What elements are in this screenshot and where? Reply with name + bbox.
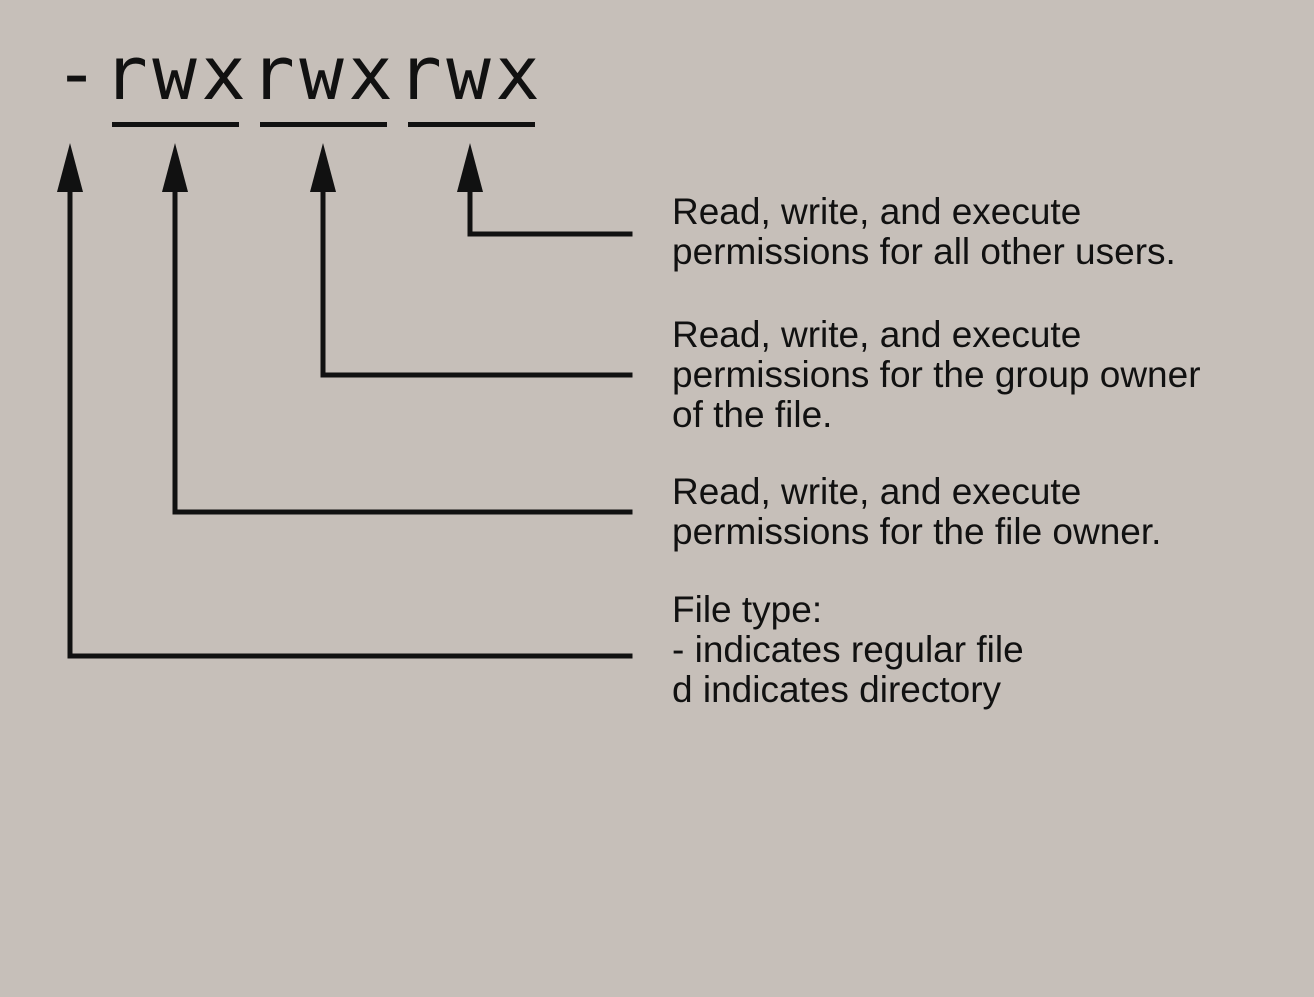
- connector-lines: [57, 143, 633, 659]
- others-connector: [467, 177, 633, 237]
- group-execute-char: x: [348, 31, 393, 117]
- owner-description: Read, write, and execute permissions for…: [672, 472, 1161, 552]
- group-read-char: r: [250, 31, 295, 117]
- file-type-connector: [67, 177, 633, 659]
- permission-string: - r w x r w x r w x: [52, 31, 540, 117]
- file-type-arrowhead: [57, 143, 83, 192]
- owner-arrowhead: [162, 143, 188, 192]
- group-description-line: of the file.: [672, 394, 833, 435]
- file-type-char: -: [54, 31, 99, 117]
- others-execute-char: x: [495, 31, 540, 117]
- group-description: Read, write, and execute permissions for…: [672, 315, 1201, 435]
- owner-description-line: Read, write, and execute: [672, 471, 1082, 512]
- others-description: Read, write, and execute permissions for…: [672, 192, 1176, 272]
- others-write-char: w: [446, 31, 491, 117]
- file-type-description: File type: - indicates regular file d in…: [672, 590, 1024, 710]
- group-description-line: Read, write, and execute: [672, 314, 1082, 355]
- group-owner-underline: [260, 122, 387, 127]
- owner-read-char: r: [103, 31, 148, 117]
- group-arrowhead: [310, 143, 336, 192]
- group-description-line: permissions for the group owner: [672, 354, 1201, 395]
- group-write-char: w: [299, 31, 344, 117]
- owner-write-char: w: [152, 31, 197, 117]
- owner-execute-char: x: [201, 31, 246, 117]
- others-description-line: Read, write, and execute: [672, 191, 1082, 232]
- others-arrowhead: [457, 143, 483, 192]
- owner-description-line: permissions for the file owner.: [672, 511, 1162, 552]
- file-type-description-line: File type:: [672, 589, 823, 630]
- file-type-description-line: - indicates regular file: [672, 629, 1024, 670]
- file-type-description-line: d indicates directory: [672, 669, 1002, 710]
- group-connector: [320, 177, 633, 378]
- others-description-line: permissions for all other users.: [672, 231, 1176, 272]
- others-underline: [408, 122, 535, 127]
- owner-connector: [172, 177, 633, 515]
- permissions-diagram: - r w x r w x r w x Read, write, and exe…: [52, 31, 1201, 710]
- owner-group-underline: [112, 122, 239, 127]
- others-read-char: r: [397, 31, 442, 117]
